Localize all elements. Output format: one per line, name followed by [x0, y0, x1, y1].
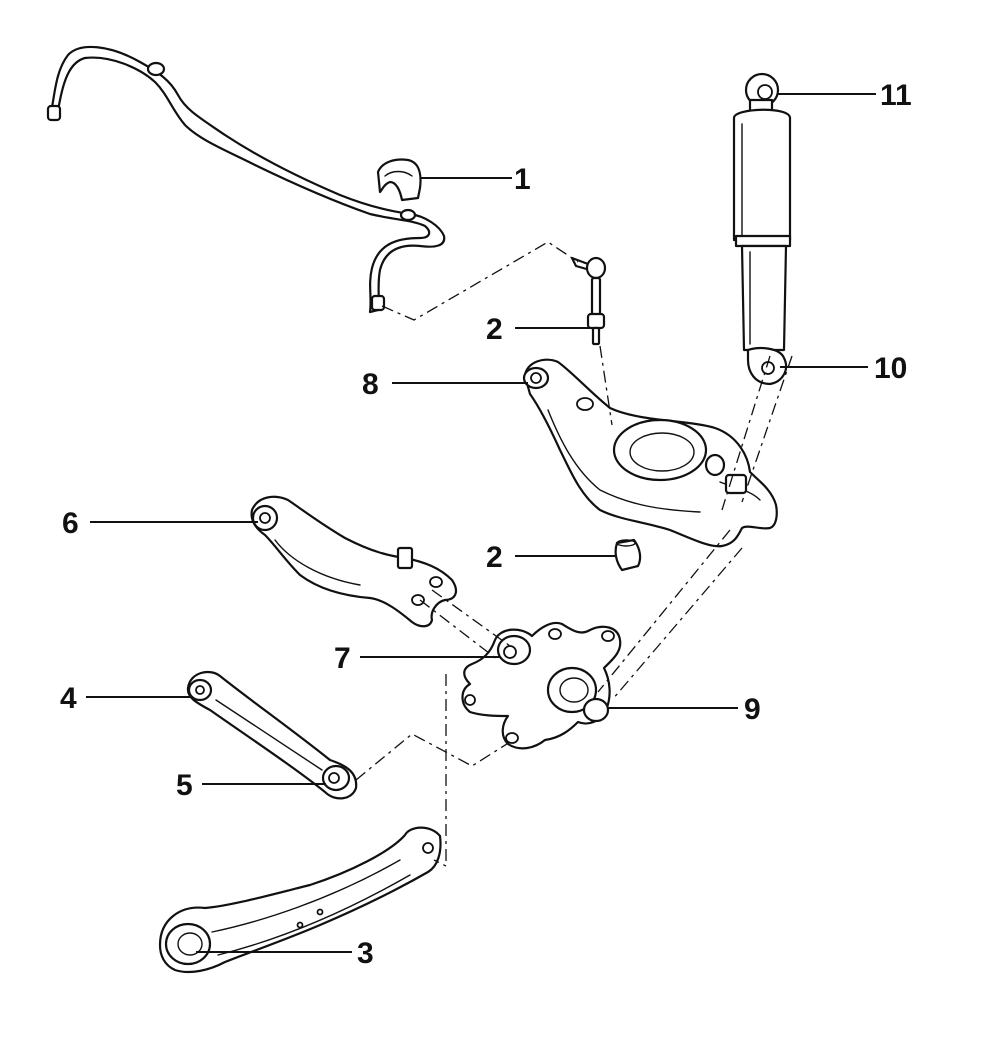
callout-5: 5: [176, 769, 193, 802]
stabilizer-link: [570, 256, 607, 346]
lower-bushing: [614, 538, 642, 572]
callout-1: 1: [514, 163, 531, 196]
callout-4: 4: [60, 682, 77, 715]
camber-arm: [250, 495, 458, 628]
callout-2-link: 2: [486, 313, 503, 346]
trailing-arm: [158, 826, 442, 974]
callout-6: 6: [62, 507, 79, 540]
callout-10: 10: [874, 352, 907, 385]
callout-labels: 1 2 2 3 4 5 6 7 8 9 10 11: [60, 79, 912, 970]
callout-7: 7: [334, 642, 351, 675]
callout-2-bushing: 2: [486, 541, 503, 574]
leader-lines: [86, 93, 876, 953]
stabilizer-bar: [46, 45, 446, 314]
callout-9: 9: [744, 693, 761, 726]
hub-carrier: [461, 621, 622, 750]
upper-control-arm: [522, 358, 778, 548]
callout-3: 3: [357, 937, 374, 970]
stabilizer-bushing: [376, 158, 422, 202]
shock-absorber: [732, 72, 792, 386]
callout-8: 8: [362, 368, 379, 401]
callout-11: 11: [880, 79, 912, 112]
assembly-lines: [355, 241, 793, 868]
toe-link: [186, 670, 358, 800]
